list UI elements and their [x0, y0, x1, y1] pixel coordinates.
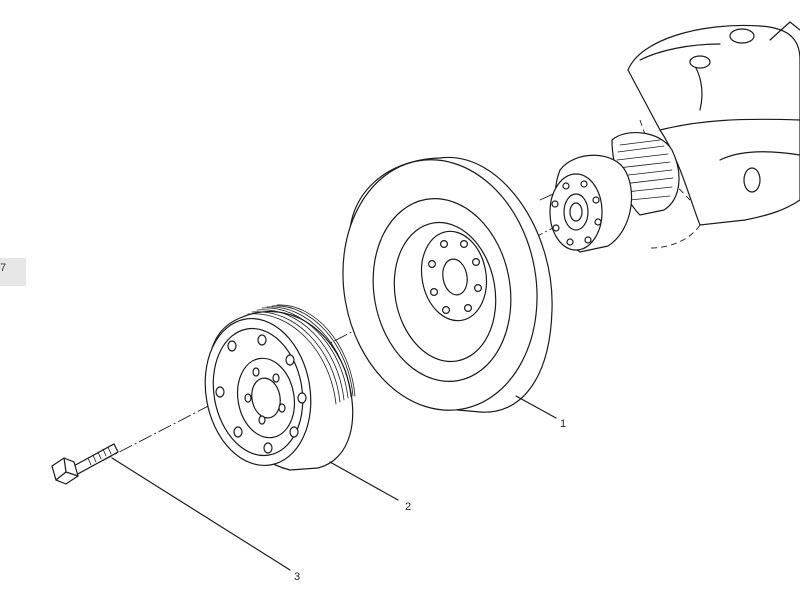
side-tab-glyph: 7: [0, 262, 7, 274]
pulley-bolt-holes: [215, 334, 307, 454]
crankshaft: [549, 21, 800, 253]
bolt-thread: [87, 446, 112, 466]
part-1-damper: [342, 156, 553, 413]
callout-labels: 1 2 3: [294, 418, 566, 583]
side-tab[interactable]: [0, 258, 26, 286]
leader-lines: [111, 395, 557, 571]
callout-2: 2: [405, 501, 411, 513]
hub-bolt-holes: [551, 180, 602, 246]
part-3-bolt: [51, 443, 119, 485]
callout-1: 1: [560, 418, 566, 430]
damper-bolt-holes: [428, 240, 483, 315]
callout-3: 3: [294, 571, 300, 583]
part-2-pulley: [204, 304, 356, 471]
pulley-grooves: [247, 304, 356, 405]
